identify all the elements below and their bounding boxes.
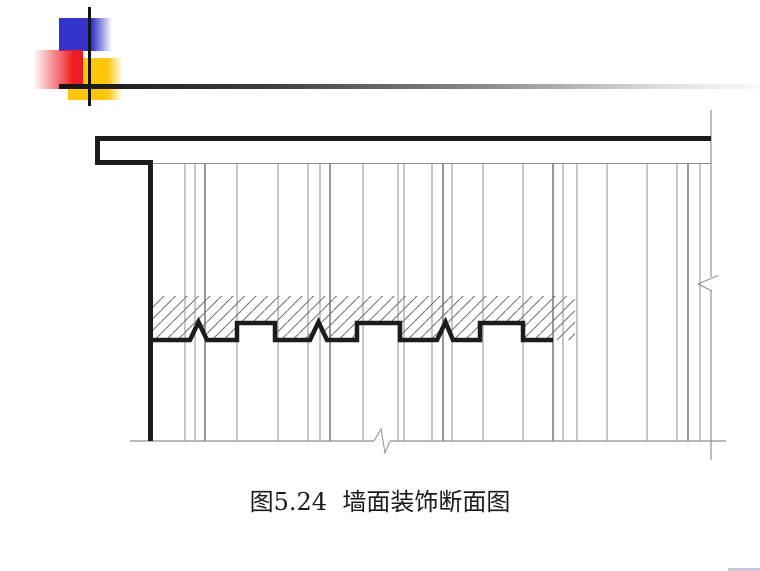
molding-profile <box>153 316 553 343</box>
hatch-region <box>153 296 575 340</box>
accent-bar <box>728 568 760 571</box>
break-mark-right <box>696 275 719 292</box>
header-rule <box>59 84 760 89</box>
logo-vertical-line <box>88 7 91 106</box>
figure-caption: 图5.24 墙面装饰断面图 <box>249 488 511 516</box>
logo-red-square <box>33 50 83 89</box>
cornice-wall-outline <box>95 136 711 441</box>
logo-blue-square <box>59 18 112 51</box>
break-mark-bottom <box>373 427 391 455</box>
